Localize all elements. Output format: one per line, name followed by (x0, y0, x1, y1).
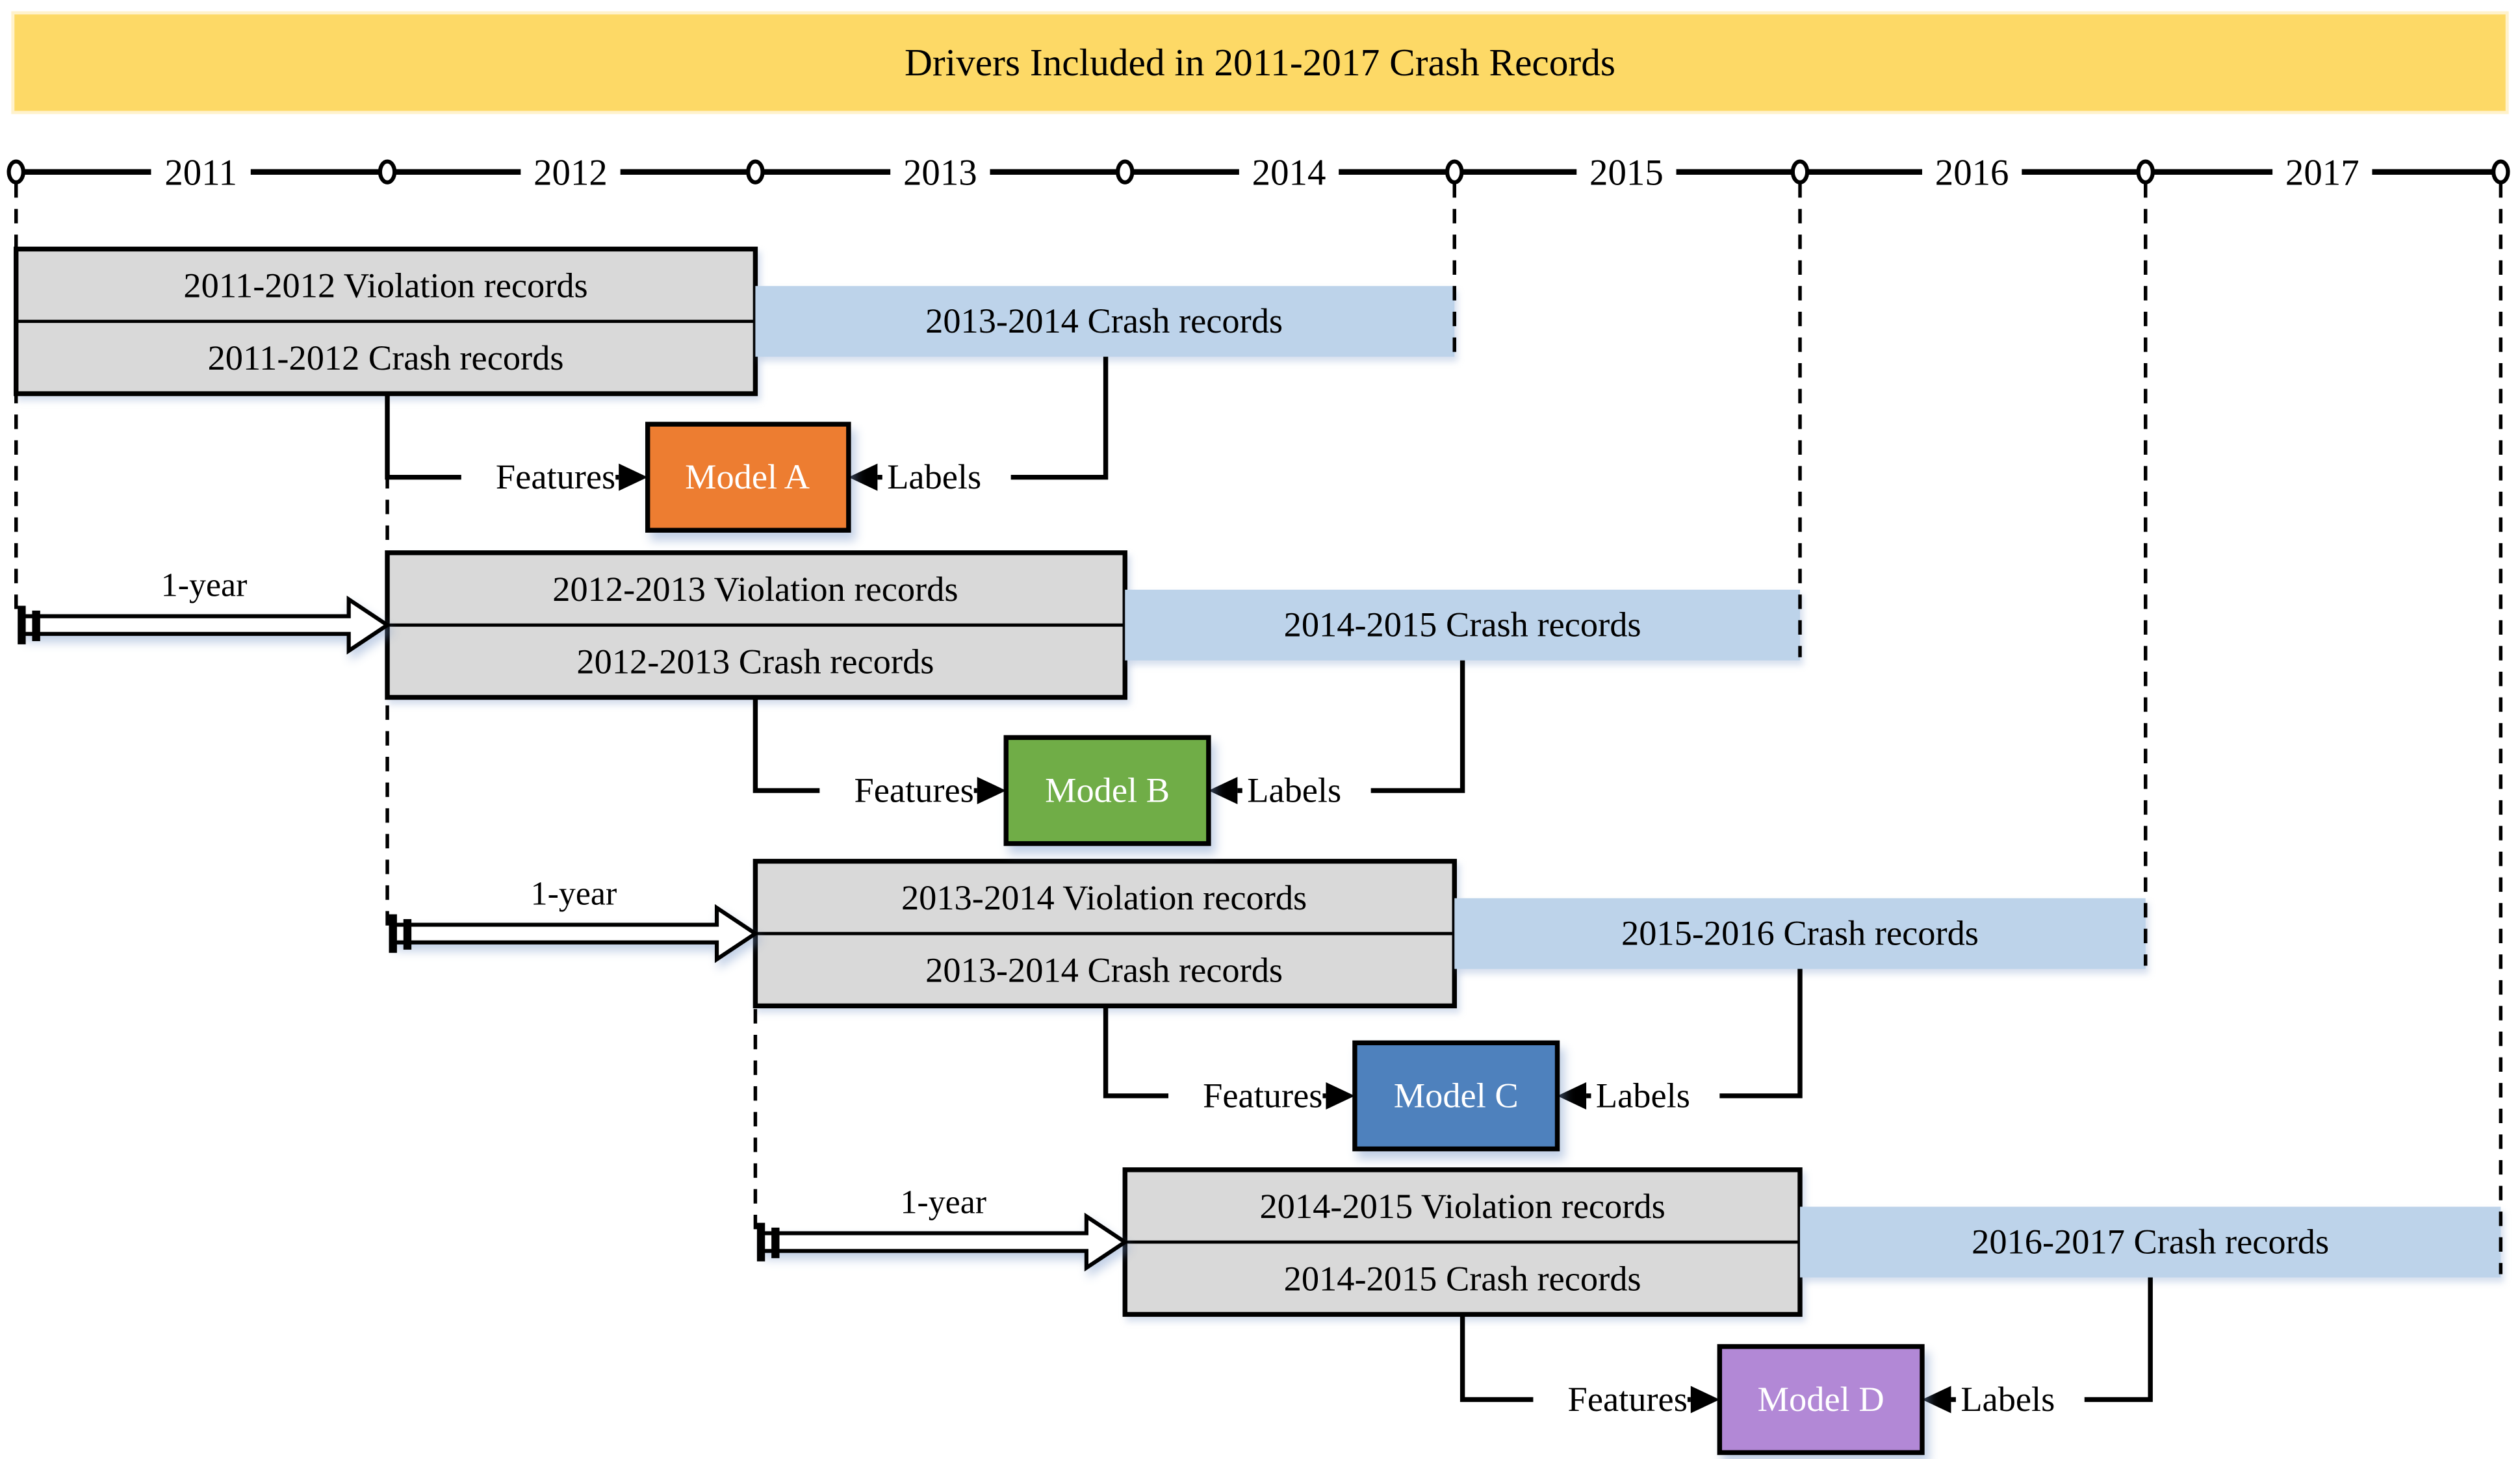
year-label-backing (2272, 147, 2372, 196)
labels-arrow-icon (1922, 1386, 1951, 1414)
features-label-backing (1168, 1074, 1323, 1117)
page-title: Drivers Included in 2011-2017 Crash Reco… (905, 41, 1615, 84)
model-b-assembly: Features Labels Model B (752, 660, 1465, 846)
training-window-row-3: 2013-2014 Violation records 2013-2014 Cr… (752, 859, 2146, 1009)
timeline-node-icon (2491, 159, 2510, 184)
year-label-2011: 2011 (164, 152, 237, 193)
training-window-row-1: 2011-2012 Violation records 2011-2012 Cr… (14, 246, 1455, 396)
features-arrow-icon (1326, 1082, 1355, 1110)
target-crash-records-label: 2014-2015 Crash records (1284, 605, 1641, 644)
year-label-2013: 2013 (903, 152, 977, 193)
labels-label-backing (1242, 769, 1371, 812)
one-year-label: 1-year (161, 567, 248, 604)
labels-label-backing (882, 456, 1011, 498)
model-c-label: Model C (1394, 1076, 1519, 1115)
year-label-backing (1922, 147, 2022, 196)
features-label-backing (461, 456, 616, 498)
year-label-2015: 2015 (1589, 152, 1664, 193)
target-crash-records-box (1125, 589, 1800, 661)
shift-arrow-tail-tick-icon (771, 1227, 780, 1258)
labels-label: Labels (1596, 1076, 1690, 1115)
model-c-box (1352, 1040, 1560, 1152)
labels-label-backing (1955, 1378, 2085, 1421)
violation-records-label: 2012-2013 Violation records (552, 570, 958, 609)
year-label-2017: 2017 (2285, 152, 2359, 193)
features-arrow-icon (977, 776, 1007, 805)
title-banner (11, 11, 2509, 114)
model-b-box (1003, 735, 1211, 846)
labels-label: Labels (1247, 770, 1341, 809)
crash-records-label: 2012-2013 Crash records (576, 642, 934, 681)
features-arrow-icon (1690, 1386, 1720, 1414)
training-window-row-4: 2014-2015 Violation records 2014-2015 Cr… (1122, 1167, 2501, 1317)
model-d-assembly: Features Labels Model D (1459, 1277, 2153, 1455)
timeline-node-icon (1116, 159, 1135, 184)
features-label-backing (819, 769, 974, 812)
target-crash-records-label: 2013-2014 Crash records (925, 301, 1283, 340)
year-label-2014: 2014 (1252, 152, 1326, 193)
labels-arrow-icon (848, 463, 878, 491)
target-crash-records-label: 2016-2017 Crash records (1972, 1222, 2329, 1261)
features-label: Features (1203, 1076, 1322, 1115)
features-arrow-icon (619, 463, 648, 491)
timeline-node-icon (746, 159, 765, 184)
one-year-shift-1: 1-year (18, 567, 391, 655)
target-crash-records-label: 2015-2016 Crash records (1621, 913, 1979, 952)
target-crash-records-box (1454, 898, 2146, 969)
timeline-node-icon (6, 159, 25, 184)
year-label-backing (151, 147, 251, 196)
training-window-row-2: 2012-2013 Violation records 2012-2013 Cr… (385, 550, 1800, 700)
year-label-backing (1239, 147, 1339, 196)
model-a-assembly: Features Labels Model A (385, 357, 1109, 533)
shift-arrow-tail-tick-icon (389, 914, 397, 953)
labels-arrow-icon (1208, 776, 1238, 805)
timeline-node-icon (1790, 159, 1810, 184)
model-d-box (1717, 1344, 1925, 1455)
timeline-nodes (6, 159, 2510, 184)
timeline-year-labels: 2011 2012 2013 2014 2015 2016 2017 (151, 147, 2372, 196)
violation-records-label: 2014-2015 Violation records (1259, 1187, 1665, 1226)
crash-records-label: 2011-2012 Crash records (208, 338, 564, 377)
year-label-2016: 2016 (1935, 152, 2009, 193)
target-crash-records-box (755, 286, 1455, 357)
model-a-label: Model A (685, 457, 810, 496)
labels-arrow-icon (1557, 1082, 1587, 1110)
one-year-label: 1-year (531, 876, 617, 913)
timeline-node-icon (1445, 159, 1464, 184)
shift-arrow-tail-tick-icon (403, 919, 412, 950)
model-d-label: Model D (1758, 1380, 1884, 1419)
crash-records-label: 2014-2015 Crash records (1284, 1259, 1641, 1298)
year-label-backing (521, 147, 621, 196)
violation-records-label: 2011-2012 Violation records (183, 266, 587, 305)
features-label: Features (854, 770, 973, 809)
shift-arrow-tail-tick-icon (32, 610, 40, 641)
timeline-node-icon (2136, 159, 2155, 184)
year-label-backing (890, 147, 990, 196)
target-crash-records-box (1800, 1206, 2501, 1278)
model-c-assembly: Features Labels Model C (1103, 969, 1803, 1152)
features-label-backing (1533, 1378, 1688, 1421)
shift-arrow-tail-tick-icon (756, 1223, 765, 1262)
one-year-label: 1-year (900, 1184, 986, 1221)
crash-records-label: 2013-2014 Crash records (925, 950, 1283, 989)
labels-label: Labels (887, 457, 981, 496)
one-year-shift-arrow-icon (760, 1212, 1129, 1272)
one-year-shift-3: 1-year (756, 1184, 1129, 1272)
year-label-2012: 2012 (534, 152, 608, 193)
timeline-node-icon (378, 159, 397, 184)
model-b-label: Model B (1045, 770, 1170, 809)
one-year-shift-2: 1-year (389, 876, 759, 963)
year-label-backing (1576, 147, 1677, 196)
alignment-dashed-lines (14, 183, 2503, 1275)
shift-arrow-tail-tick-icon (18, 605, 26, 644)
one-year-shift-arrow-icon (20, 595, 391, 655)
features-label: Features (1568, 1380, 1688, 1419)
model-a-box (645, 422, 851, 533)
labels-label-backing (1591, 1074, 1720, 1117)
violation-records-label: 2013-2014 Violation records (901, 878, 1307, 917)
labels-label: Labels (1961, 1380, 2055, 1419)
one-year-shift-arrow-icon (391, 904, 759, 963)
features-label: Features (496, 457, 615, 496)
